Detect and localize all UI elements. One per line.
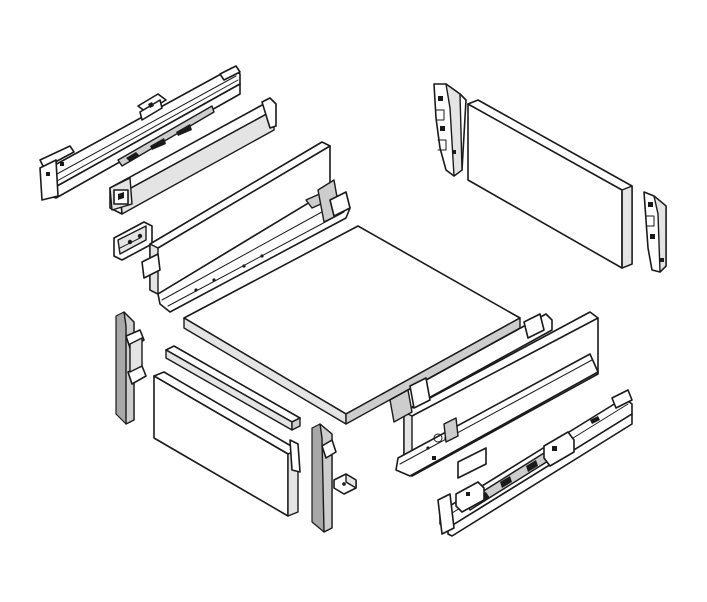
front-panel	[153, 371, 301, 517]
back-panel	[467, 99, 633, 269]
drawer-bottom-panel	[183, 225, 521, 425]
left-runner-rail	[39, 65, 241, 201]
left-front-connector	[113, 221, 153, 261]
left-drawer-side	[141, 141, 351, 313]
right-runner-rail	[437, 389, 633, 537]
back-right-bracket	[643, 191, 667, 273]
right-drawer-side	[389, 311, 599, 479]
front-gallery-rail	[165, 345, 301, 431]
back-left-bracket	[433, 83, 467, 177]
front-left-fixing-bracket	[115, 311, 147, 425]
left-top-rail	[109, 97, 277, 215]
front-right-fixing-bracket	[311, 423, 357, 533]
